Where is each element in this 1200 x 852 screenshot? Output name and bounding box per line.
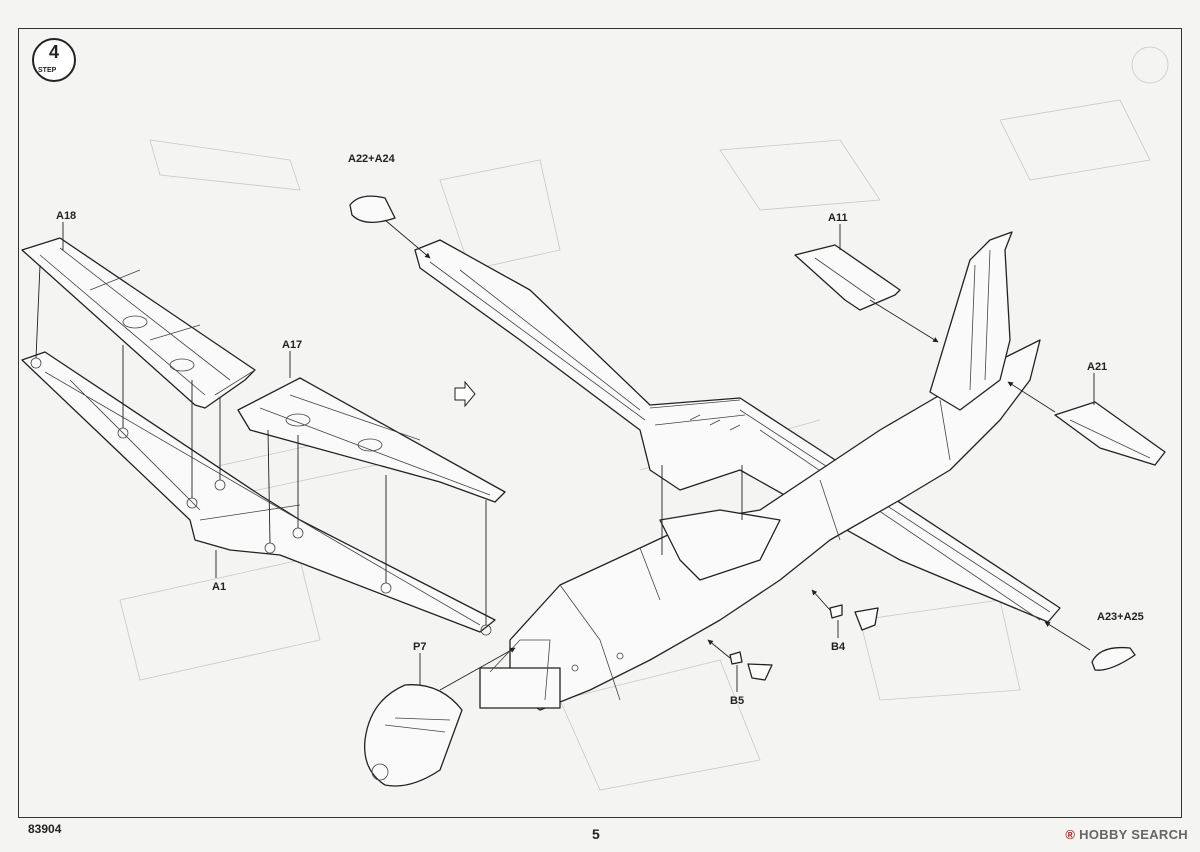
page-frame: [18, 28, 1182, 818]
step-badge-icon: 4 STEP: [32, 38, 76, 82]
label-b4: B4: [831, 641, 846, 653]
watermark: ® HOBBY SEARCH: [1065, 827, 1188, 842]
wing-alignment-leaders: [35, 264, 487, 625]
part-a18-wing-top: [21, 237, 256, 409]
watermark-brand: HOBBY SEARCH: [1079, 827, 1188, 842]
label-a23-a25: A23+A25: [1097, 611, 1144, 623]
part-main-wing: [414, 239, 1061, 623]
part-a22-a24-wingtip: [349, 195, 396, 223]
kit-number: 83904: [28, 822, 62, 836]
label-a17: A17: [282, 339, 302, 351]
part-a17-inner-wing-top: [237, 377, 506, 503]
part-fuselage: [479, 339, 1041, 711]
watermark-mark: ®: [1065, 827, 1076, 842]
assembly-arrows: [384, 219, 1091, 691]
part-tail-fin: [929, 231, 1013, 411]
label-a21: A21: [1087, 361, 1107, 373]
callout-labels: A18 A17 A1 A22+A24 A11 A21 A23+A25 P7 B4…: [56, 153, 1144, 707]
label-a18: A18: [56, 210, 76, 222]
part-b4: [829, 604, 879, 631]
part-b5: [729, 651, 773, 681]
step-number: 4: [48, 42, 59, 62]
label-p7: P7: [413, 641, 426, 653]
label-a22-a24: A22+A24: [348, 153, 396, 165]
part-a23-a25-wingtip: [1091, 646, 1136, 671]
part-a21-stabilizer: [1054, 401, 1166, 466]
arrow-right-icon: [454, 380, 476, 408]
part-p7-nose: [364, 684, 463, 787]
label-a1: A1: [212, 581, 226, 593]
part-a1-wing-bottom: [21, 351, 496, 636]
page-number: 5: [592, 826, 600, 842]
part-a11-stabilizer: [794, 244, 901, 311]
label-a11: A11: [828, 212, 848, 224]
bleed-through-ghost: [119, 46, 1169, 791]
callout-leaders: [62, 222, 1095, 692]
step-word: STEP: [38, 67, 57, 74]
label-b5: B5: [730, 695, 744, 707]
